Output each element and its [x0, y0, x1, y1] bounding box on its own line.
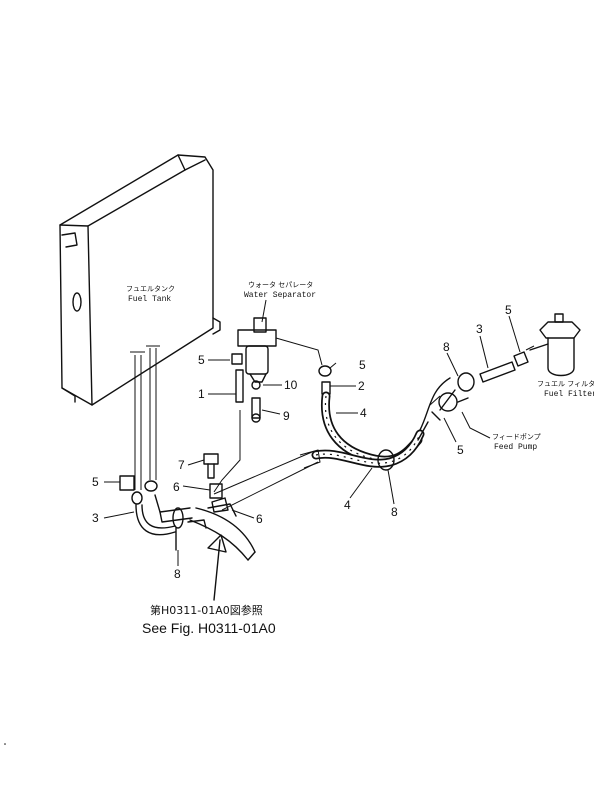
fuel-filter-label-en: Fuel Filter	[544, 390, 594, 399]
callout-4: 4	[344, 498, 351, 512]
callout-7: 7	[178, 458, 185, 472]
pipe-3-right	[479, 351, 529, 383]
callout-5: 5	[198, 353, 205, 367]
fuel-filter-label-jp: フュエル フィルタ	[537, 379, 594, 388]
callout-5: 5	[457, 443, 464, 457]
feed-pump-label-jp: フィードポンプ	[492, 433, 541, 441]
callout-10: 10	[284, 378, 298, 392]
callout-4: 4	[360, 406, 367, 420]
callout-5: 5	[359, 358, 366, 372]
fuel-filter	[525, 313, 581, 377]
hose-4	[311, 391, 429, 471]
reference-text-en: See Fig. H0311-01A0	[142, 620, 276, 636]
callout-6: 6	[173, 480, 180, 494]
fuel-tank-label-jp: フュエルタンク	[126, 284, 175, 293]
water-separator	[237, 317, 323, 423]
callout-8: 8	[443, 340, 450, 354]
scan-dot	[4, 743, 6, 745]
callout-6: 6	[256, 512, 263, 526]
water-separator-label-jp: ウォータ セパレータ	[248, 280, 313, 289]
water-separator-label-en: Water Separator	[244, 291, 316, 300]
leader-lines	[103, 315, 521, 566]
pipe-1	[213, 369, 244, 493]
callout-2: 2	[358, 379, 365, 393]
feed-pump	[419, 372, 475, 431]
lower-left-assembly	[119, 453, 256, 561]
fuel-tank-label-en: Fuel Tank	[128, 295, 171, 304]
return-line	[213, 449, 321, 511]
callout-8: 8	[174, 567, 181, 581]
callout-3: 3	[92, 511, 99, 525]
callout-9: 9	[283, 409, 290, 423]
callout-5: 5	[505, 303, 512, 317]
feed-pump-label-en: Feed Pump	[494, 443, 537, 452]
callout-8: 8	[391, 505, 398, 519]
callout-3: 3	[476, 322, 483, 336]
reference-arrow	[207, 534, 227, 601]
fuel-tank	[59, 154, 221, 490]
callout-5: 5	[92, 475, 99, 489]
reference-text-jp: 第H0311-01A0図参照	[150, 603, 263, 617]
callout-1: 1	[198, 387, 205, 401]
